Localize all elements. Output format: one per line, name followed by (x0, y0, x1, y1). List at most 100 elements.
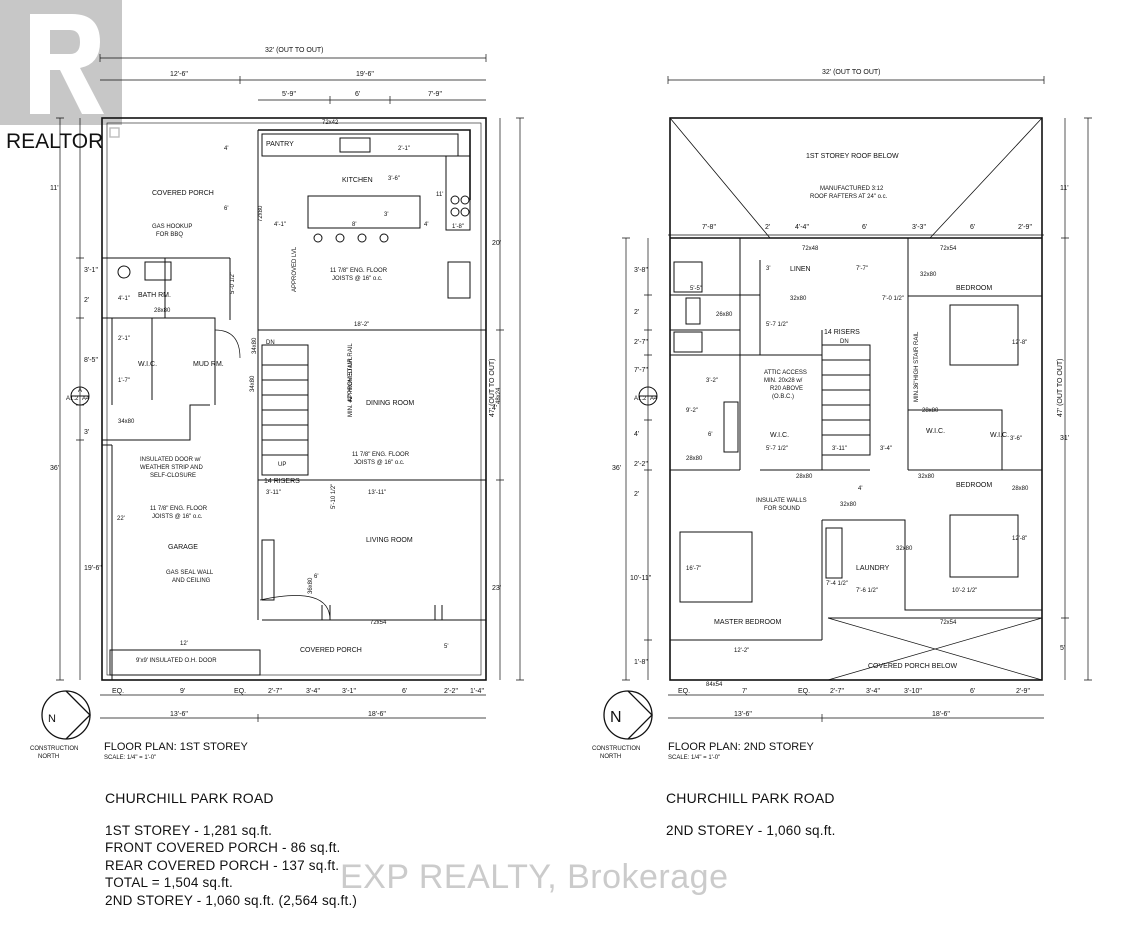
room-covered-porch-front: COVERED PORCH (300, 647, 362, 654)
p1-dim-bottom-2: EQ. (234, 688, 246, 695)
p1-dim-right-20: 20' (492, 240, 501, 247)
room-bath: BATH RM. (138, 292, 171, 299)
p1-dim-top-left: 12'-6" (170, 71, 188, 78)
p2-note-dn: DN (840, 339, 849, 345)
p1-dim-bottom-6: 6' (402, 688, 407, 695)
p2-dim-bottom-6: 6' (970, 688, 975, 695)
summary-left-line1: 1ST STOREY - 1,281 sq.ft. (105, 822, 273, 838)
summary-left-line2: FRONT COVERED PORCH - 86 sq.ft. (105, 840, 341, 855)
p2-dim-bottom-5: 3'-10" (904, 688, 922, 695)
p2-dim-top-6: 2'-9" (1018, 224, 1032, 231)
p2-dim-bottom-7: 2'-9" (1016, 688, 1030, 695)
p1-dim-bottom-8: 1'-4" (470, 688, 484, 695)
grid-ref-1-letter: A (78, 388, 82, 394)
p1-dim-left-31: 3'-1" (84, 267, 98, 274)
p1-label-k3: 3' (384, 212, 388, 218)
p2-dim-left-77: 7'-7" (634, 367, 648, 374)
p2-label-8454: 84x54 (706, 682, 723, 688)
p1-label-k1-7: 1'-7" (118, 378, 130, 384)
note-gas-2: FOR BBQ (156, 232, 183, 238)
summary-left-line3: REAR COVERED PORCH - 137 sq.ft. (105, 857, 340, 873)
summary-right-line1: 2ND STOREY - 1,060 sq.ft. (666, 822, 836, 838)
p2-dim-top-4: 3'-3" (912, 224, 926, 231)
p2-label-k7-4: 7'-4 1/2" (826, 581, 848, 587)
north-label-1b: NORTH (38, 754, 59, 760)
p1-label-k18-2: 18'-2" (354, 322, 369, 328)
p1-label-3480c: 34x80 (118, 419, 135, 425)
p2-label-3280c: 32x80 (918, 474, 935, 480)
p2-label-k3-11: 3'-11" (832, 446, 847, 452)
north-label-2b: NORTH (600, 754, 621, 760)
p2-label-k3-6: 3'-6" (1010, 436, 1022, 442)
p2-label-k4: 4' (858, 486, 862, 492)
p1-label-2880: 28x80 (154, 308, 171, 314)
note-door-3: SELF-CLOSURE (150, 473, 196, 479)
p2-label-k12-2: 12'-2" (734, 648, 749, 654)
note-joist-3b: JOISTS @ 16" o.c. (152, 514, 203, 520)
p2-dim-top-1: 2' (765, 224, 770, 231)
p2-label-k12-b: 12'-8" (1012, 340, 1027, 346)
p1-dim-bottom-right: 18'-6" (368, 711, 386, 718)
note-joist-2a: 11 7/8" ENG. FLOOR (352, 452, 410, 458)
p2-dim-top-0: 7'-8" (702, 224, 716, 231)
p1-dim-bottom-1: 9' (180, 688, 185, 695)
p2-dim-left-36: 36' (612, 465, 621, 472)
street-name-left: CHURCHILL PARK ROAD (105, 790, 274, 806)
p2-label-2880b: 28x80 (796, 474, 813, 480)
plan-1st-storey: N CONSTRUCTION NORTH FLOOR PLAN: 1ST STO… (30, 47, 524, 761)
p2-dim-top-5: 6' (970, 224, 975, 231)
note-oh-door: 9'x9' INSULATED O.H. DOOR (136, 658, 217, 664)
p2-label-3280e: 32x80 (896, 546, 913, 552)
p2-dim-right-5: 5' (1060, 645, 1065, 652)
p2-dim-right-31: 31' (1060, 435, 1069, 442)
area-summary-left: CHURCHILL PARK ROAD 1ST STOREY - 1,281 s… (105, 790, 357, 909)
p2-dim-bottom-0: EQ. (678, 688, 690, 695)
p2-dim-left-2b: 2' (634, 491, 639, 498)
p2-note-rafters-1: MANUFACTURED 3:12 (820, 186, 884, 192)
p1-label-3480a: 34x80 (252, 337, 258, 354)
street-name-right: CHURCHILL PARK ROAD (666, 790, 835, 806)
plan2-title: FLOOR PLAN: 2ND STOREY (668, 741, 815, 753)
p1-dim-bottom-7: 2'-2" (444, 688, 458, 695)
room-garage: GARAGE (168, 544, 198, 551)
p1-dim-right-outer: 47' (OUT TO OUT) (489, 358, 496, 417)
p2-dim-left-38: 3'-8" (634, 267, 648, 274)
p1-label-k5: 5' (444, 644, 448, 650)
p1-dim-top-right: 19'-6" (356, 71, 374, 78)
note-stair-rail: MIN. 42" HIGH STAIR RAIL (348, 343, 354, 417)
note-door-2: WEATHER STRIP AND (140, 465, 203, 471)
note-dn: DN (266, 340, 275, 346)
p1-label-k2-1b: 2'-1" (118, 336, 130, 342)
plan-2nd-storey: N CONSTRUCTION NORTH FLOOR PLAN: 2ND STO… (592, 69, 1092, 761)
realtor-logo: REALTOR (0, 0, 130, 153)
p2-label-2680: 26x80 (716, 312, 733, 318)
p1-label-k22: 22' (117, 516, 125, 522)
p2-dim-left-18: 1'-8" (634, 659, 648, 666)
p2-room-laundry: LAUNDRY (856, 565, 890, 572)
p2-label-2880a: 28x80 (922, 408, 939, 414)
note-gas-seal-2: AND CEILING (172, 578, 211, 584)
p2-dim-top-3: 6' (862, 224, 867, 231)
summary-left-line4: TOTAL = 1,504 sq.ft. (105, 875, 233, 890)
p2-label-3280a: 32x80 (920, 272, 937, 278)
p2-label-k9-2: 9'-2" (686, 408, 698, 414)
p2-label-k5-5: 5'-5" (690, 286, 702, 292)
p1-label-7254: 72x54 (370, 620, 387, 626)
p2-dim-bottom-left: 13'-6" (734, 711, 752, 718)
note-door-1: INSULATED DOOR w/ (140, 457, 201, 463)
p1-dim-top-b: 6' (355, 91, 360, 98)
p2-label-k16-7: 16'-7" (686, 566, 701, 572)
p2-room-wic-2: W.I.C. (770, 432, 789, 439)
room-wic: W.I.C. (138, 361, 157, 368)
p1-label-7280: 72x80 (258, 205, 264, 222)
grid-ref-1: A1.2 (66, 396, 79, 402)
note-risers: 14 RISERS (264, 478, 300, 485)
p1-dim-left-36: 36' (50, 465, 59, 472)
p2-note-stair-rail: MIN.36"HIGH STAIR RAIL (914, 331, 920, 402)
note-approved-2: APPROVED LVL (348, 356, 354, 402)
p2-dim-left-4: 4' (634, 431, 639, 438)
p2-note-insulate-2: FOR SOUND (764, 506, 801, 512)
p1-label-k5-10: 5'-10 1/2" (331, 484, 337, 509)
grid-ref-1-num: A4 (82, 396, 90, 402)
